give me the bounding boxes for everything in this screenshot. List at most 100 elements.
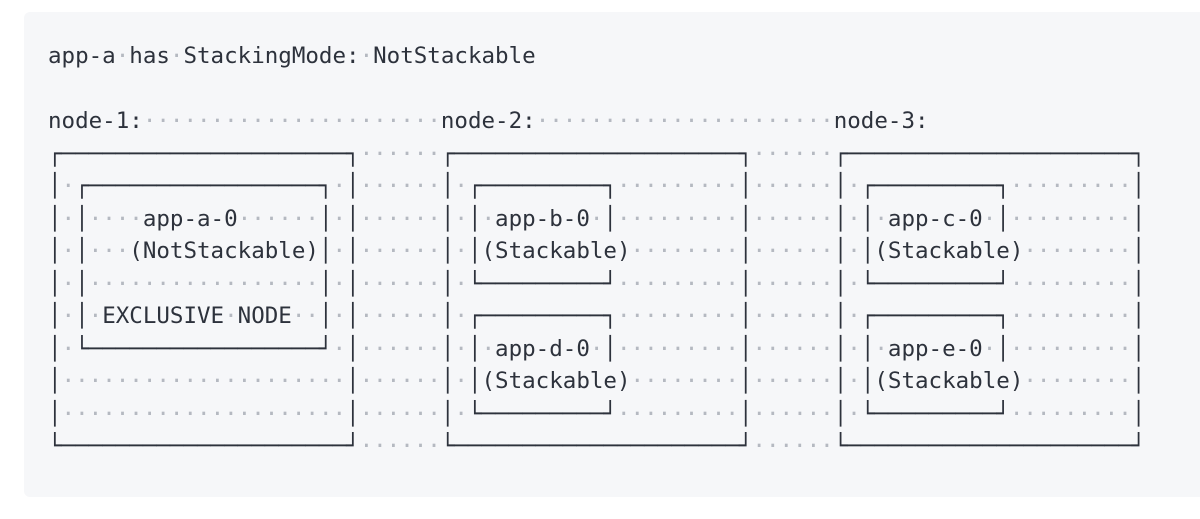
space-dot: · <box>454 270 468 297</box>
space-dot: · <box>616 270 631 297</box>
space-dot: · <box>779 140 794 167</box>
space-dot: · <box>616 400 631 427</box>
space-dot: · <box>427 335 441 362</box>
space-dot: · <box>630 335 645 362</box>
space-dot: · <box>671 108 685 134</box>
space-dot: · <box>1064 205 1078 232</box>
space-dot: · <box>1077 270 1092 297</box>
space-dot: · <box>1104 205 1119 232</box>
space-dot: · <box>427 108 441 134</box>
space-dot: · <box>210 400 225 427</box>
space-dot: · <box>237 270 252 297</box>
space-dot: · <box>454 335 468 362</box>
space-dot: · <box>589 205 604 232</box>
space-dot: · <box>115 270 130 297</box>
space-dot: · <box>386 205 401 232</box>
space-dot: · <box>1077 173 1092 199</box>
space-dot: · <box>806 270 821 297</box>
space-dot: · <box>779 303 794 329</box>
space-dot: · <box>142 368 157 394</box>
space-dot: · <box>630 400 645 427</box>
space-dot: · <box>711 173 726 199</box>
space-dot: · <box>1050 238 1065 264</box>
space-dot: · <box>765 303 780 329</box>
space-dot: · <box>400 140 414 167</box>
space-dot: · <box>413 433 428 459</box>
space-dot: · <box>820 303 834 329</box>
space-dot: · <box>1091 335 1105 362</box>
space-dot: · <box>752 335 766 362</box>
space-dot: · <box>793 303 807 329</box>
space-dot: · <box>305 303 319 329</box>
space-dot: · <box>1118 368 1132 394</box>
space-dot: · <box>671 173 685 199</box>
space-dot: · <box>359 400 374 427</box>
space-dot: · <box>644 108 658 134</box>
space-dot: · <box>644 205 658 232</box>
space-dot: · <box>400 173 414 199</box>
space-dot: · <box>1118 400 1132 427</box>
diagram-row: │·│····app-a-0······│·│······│·│·app-b-0… <box>48 205 1146 232</box>
space-dot: · <box>1091 173 1105 199</box>
space-dot: · <box>765 400 780 427</box>
space-dot: · <box>210 270 225 297</box>
space-dot: · <box>847 238 861 264</box>
space-dot: · <box>1023 238 1037 264</box>
space-dot: · <box>413 140 428 167</box>
space-dot: · <box>657 368 672 394</box>
space-dot: · <box>765 238 780 264</box>
space-dot: · <box>197 270 211 297</box>
space-dot: · <box>698 400 712 427</box>
space-dot: · <box>1064 400 1078 427</box>
space-dot: · <box>169 400 184 427</box>
space-dot: · <box>793 238 807 264</box>
space-dot: · <box>454 173 468 199</box>
space-dot: · <box>61 173 76 199</box>
space-dot: · <box>1009 270 1024 297</box>
space-dot: · <box>711 303 726 329</box>
space-dot: · <box>197 108 211 134</box>
space-dot: · <box>332 108 347 134</box>
space-dot: · <box>400 205 414 232</box>
space-dot: · <box>1118 173 1132 199</box>
space-dot: · <box>1118 303 1132 329</box>
space-dot: · <box>102 400 116 427</box>
space-dot: · <box>644 303 658 329</box>
space-dot: · <box>332 238 347 264</box>
space-dot: · <box>359 108 374 134</box>
space-dot: · <box>332 368 347 394</box>
space-dot: · <box>1009 303 1024 329</box>
space-dot: · <box>752 270 766 297</box>
space-dot: · <box>698 108 712 134</box>
space-dot: · <box>698 173 712 199</box>
space-dot: · <box>657 303 672 329</box>
space-dot: · <box>698 270 712 297</box>
space-dot: · <box>210 108 225 134</box>
space-dot: · <box>427 173 441 199</box>
space-dot: · <box>61 400 76 427</box>
space-dot: · <box>1104 335 1119 362</box>
space-dot: · <box>1036 368 1051 394</box>
space-dot: · <box>684 335 699 362</box>
space-dot: · <box>793 433 807 459</box>
space-dot: · <box>237 108 252 134</box>
space-dot: · <box>779 433 794 459</box>
space-dot: · <box>400 303 414 329</box>
space-dot: · <box>793 108 807 134</box>
diagram-row: │·│···(NotStackable)│·│······│·│(Stackab… <box>48 238 1146 264</box>
space-dot: · <box>129 205 143 232</box>
diagram-row: │·····················│······│·└────────… <box>48 400 1146 427</box>
space-dot: · <box>1091 205 1105 232</box>
space-dot: · <box>1104 368 1119 394</box>
space-dot: · <box>481 335 496 362</box>
space-dot: · <box>1023 335 1037 362</box>
space-dot: · <box>684 205 699 232</box>
space-dot: · <box>820 140 834 167</box>
space-dot: · <box>102 238 116 264</box>
space-dot: · <box>454 368 468 394</box>
space-dot: · <box>820 270 834 297</box>
space-dot: · <box>847 335 861 362</box>
space-dot: · <box>1064 303 1078 329</box>
space-dot: · <box>725 303 739 329</box>
space-dot: · <box>291 303 306 329</box>
